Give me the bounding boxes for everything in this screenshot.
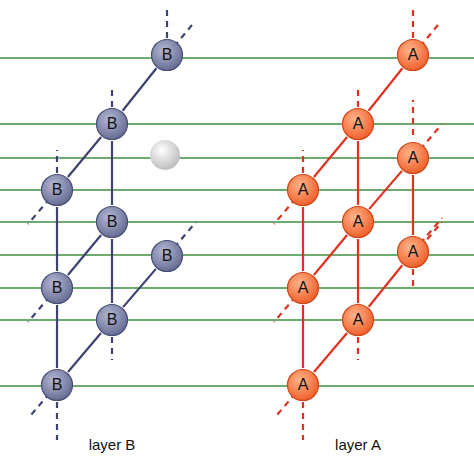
- atom-disc: [398, 237, 429, 268]
- plane-line: [0, 123, 474, 125]
- atom-disc: [152, 241, 183, 272]
- atom-label: B: [162, 248, 173, 264]
- atom-disc: [97, 109, 128, 140]
- dashed-extension: [166, 8, 168, 38]
- bond-line: [369, 265, 403, 307]
- atom-label: A: [353, 312, 364, 328]
- bond-line: [412, 175, 414, 235]
- bond-line: [111, 239, 113, 303]
- atom-label: B: [162, 47, 173, 63]
- dashed-extension: [111, 88, 113, 107]
- bond-line: [357, 141, 359, 205]
- layer-label: layer B: [89, 436, 136, 453]
- bond-lines: [57, 68, 413, 372]
- dashed-extension: [111, 337, 113, 360]
- layer-label: layer A: [335, 436, 381, 453]
- atom-disc: [343, 207, 374, 238]
- atom-label: A: [353, 214, 364, 230]
- atom-label: B: [52, 280, 63, 296]
- atom-label: A: [408, 150, 419, 166]
- atom-disc: [97, 305, 128, 336]
- bond-line: [314, 137, 347, 177]
- bond-line: [123, 68, 157, 110]
- atom-label: A: [298, 280, 309, 296]
- lattice-extensions: [28, 8, 442, 440]
- atom-disc: [343, 109, 374, 140]
- atom-disc: [288, 175, 319, 206]
- atom-label: A: [298, 182, 309, 198]
- atom-label: B: [52, 377, 63, 393]
- atom-circle: B: [40, 173, 74, 207]
- horizontal-planes: [0, 58, 474, 386]
- plane-line: [0, 221, 474, 223]
- atom-label: B: [52, 182, 63, 198]
- dashed-extension: [412, 8, 414, 38]
- dashed-extension: [357, 337, 359, 360]
- atom-circle: A: [396, 141, 430, 175]
- bond-line: [68, 137, 101, 177]
- atom-circle: A: [341, 303, 375, 337]
- atom-label: B: [107, 116, 118, 132]
- dashed-extension: [412, 100, 414, 135]
- atom-circle: B: [150, 38, 184, 72]
- atom-circle: B: [40, 271, 74, 305]
- bond-line: [369, 171, 402, 209]
- atom-circle: B: [40, 368, 74, 402]
- dashed-extension: [357, 88, 359, 107]
- bond-line: [68, 235, 101, 275]
- atom-circle: A: [286, 271, 320, 305]
- bond-line: [123, 269, 156, 307]
- bond-line: [68, 333, 101, 372]
- dashed-extension: [56, 402, 58, 440]
- bond-line: [302, 305, 304, 368]
- dashed-extension: [412, 269, 414, 290]
- atom-disc: [343, 305, 374, 336]
- atom-circle: B: [95, 107, 129, 141]
- dashed-extension: [302, 402, 304, 440]
- atom-disc: [42, 175, 73, 206]
- atom-circle: A: [286, 173, 320, 207]
- atom-circle: A: [286, 368, 320, 402]
- atom-disc: [152, 40, 183, 71]
- dashed-extension: [302, 150, 304, 173]
- atom-label: B: [107, 214, 118, 230]
- atom-disc: [42, 370, 73, 401]
- atom-circle: B: [150, 239, 184, 273]
- plane-line: [0, 319, 474, 321]
- interstitial-sphere: [150, 140, 180, 170]
- bond-line: [314, 235, 347, 275]
- atom-label: A: [298, 377, 309, 393]
- atom-circle: A: [396, 38, 430, 72]
- bond-line: [302, 207, 304, 271]
- bond-line: [369, 68, 403, 110]
- atom-circle: A: [341, 205, 375, 239]
- bond-line: [56, 305, 58, 368]
- atom-disc: [398, 40, 429, 71]
- dashed-extension: [56, 150, 58, 173]
- atom-circle: A: [396, 235, 430, 269]
- atom-circle: B: [95, 205, 129, 239]
- atom-disc: [288, 370, 319, 401]
- atom-disc: [398, 143, 429, 174]
- atom-label: B: [107, 312, 118, 328]
- atom-disc: [288, 273, 319, 304]
- bond-line: [111, 141, 113, 205]
- bond-line: [56, 207, 58, 271]
- atom-label: A: [353, 116, 364, 132]
- bond-line: [314, 333, 347, 372]
- atom-label: A: [408, 47, 419, 63]
- atom-disc: [97, 207, 128, 238]
- atom-disc: [42, 273, 73, 304]
- atom-circle: A: [341, 107, 375, 141]
- bond-line: [357, 239, 359, 303]
- atom-circle: B: [95, 303, 129, 337]
- atom-label: A: [408, 244, 419, 260]
